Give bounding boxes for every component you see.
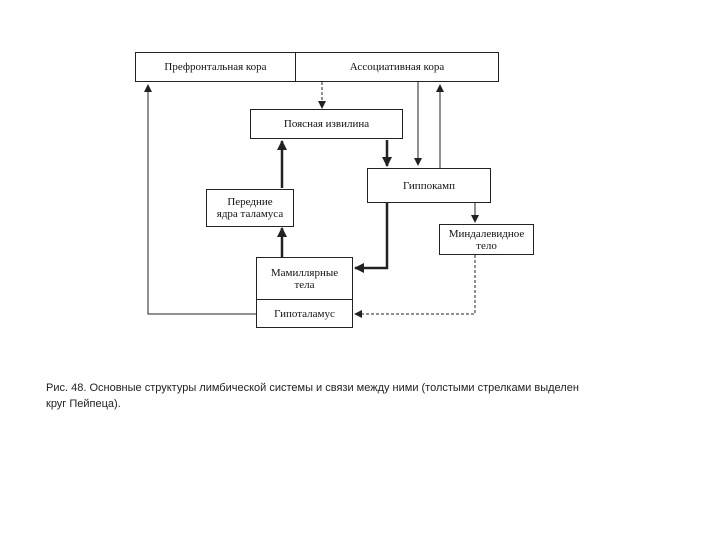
hypothalamus-node: Гипоталамус xyxy=(257,300,352,327)
hippocampus-node: Гиппокамп xyxy=(367,168,491,203)
cingulate-gyrus-label: Поясная извилина xyxy=(283,118,370,130)
thalamus-label-line1: Передние xyxy=(227,196,273,208)
caption-line-1: Рис. 48. Основные структуры лимбической … xyxy=(46,382,579,394)
mammillary-hypothalamus-block: Мамиллярные тела Гипоталамус xyxy=(256,257,353,328)
amygdala-label-line1: Миндалевидное xyxy=(448,227,525,240)
caption-line-2: круг Пейпеца). xyxy=(46,398,121,410)
cortex-bar: Префронтальная кора Ассоциативная кора xyxy=(135,52,499,82)
mammillary-label-line2: тела xyxy=(294,278,315,291)
prefrontal-cortex-node: Префронтальная кора xyxy=(136,53,296,81)
arrow-amygdala-to-hypothalamus xyxy=(354,255,476,318)
mammillary-bodies-node: Мамиллярные тела xyxy=(257,258,352,300)
prefrontal-cortex-label: Префронтальная кора xyxy=(164,61,267,73)
association-cortex-label: Ассоциативная кора xyxy=(349,61,445,73)
amygdala-label-line2: тело xyxy=(476,239,497,252)
arrow-hippocampus-to-mammillary xyxy=(354,203,389,273)
hypothalamus-label: Гипоталамус xyxy=(274,307,335,320)
figure-caption: Рис. 48. Основные структуры лимбической … xyxy=(46,380,646,412)
arrow-hypothalamus-to-prefrontal xyxy=(144,84,256,315)
mammillary-label-line1: Мамиллярные xyxy=(270,266,339,279)
cingulate-gyrus-node: Поясная извилина xyxy=(250,109,403,139)
thalamus-label-line2: ядра таламуса xyxy=(216,208,284,220)
amygdala-node: Миндалевидное тело xyxy=(439,224,534,255)
hippocampus-label: Гиппокамп xyxy=(402,179,455,192)
anterior-thalamic-nuclei-node: Передние ядра таламуса xyxy=(206,189,294,227)
association-cortex-node: Ассоциативная кора xyxy=(296,53,498,81)
